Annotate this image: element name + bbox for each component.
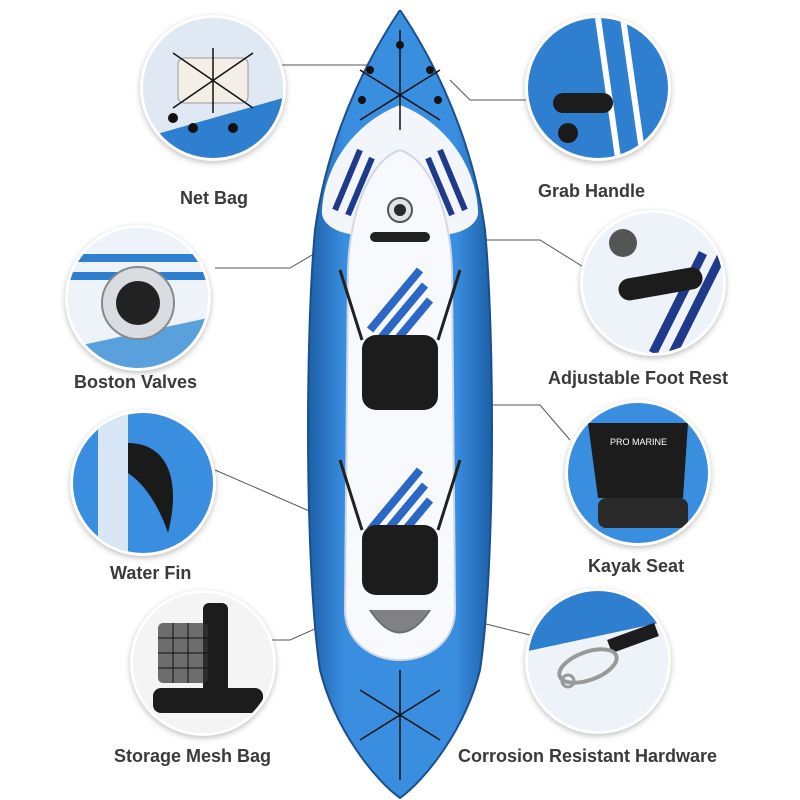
foot-rest-icon [370,232,430,242]
net-bag-callout [140,15,286,161]
foot-rest-icon [583,213,723,353]
water-fin-callout [70,410,216,556]
net-bag-icon [143,18,283,158]
grab-handle-callout [525,15,671,161]
hardware-callout [525,588,671,734]
foot-rest-callout [580,210,726,356]
boston-valves-label: Boston Valves [74,372,198,392]
rear-seat [362,525,438,595]
kayak-seat-label: Kayak Seat [588,556,685,576]
clip-icon [528,591,668,731]
mesh-bag-callout [130,590,276,736]
grab-handle-label: Grab Handle [538,181,646,201]
kayak-illustration [307,10,493,800]
seat-brand-text: PRO MARINE [610,437,667,447]
grab-handle-icon [528,18,668,158]
kayak-seat-callout: PRO MARINE [565,400,711,546]
mesh-bag-label: Storage Mesh Bag [114,746,272,766]
valve-icon [68,228,208,368]
mesh-bag-icon [133,593,273,733]
boston-valves-callout [65,225,211,371]
foot-rest-label: Adjustable Foot Rest [548,368,729,388]
front-seat [362,335,438,410]
fin-icon [73,413,213,553]
hardware-label: Corrosion Resistant Hardware [458,746,718,766]
seat-icon: PRO MARINE [568,403,708,543]
water-fin-label: Water Fin [110,563,192,583]
net-bag-label: Net Bag [180,188,249,208]
